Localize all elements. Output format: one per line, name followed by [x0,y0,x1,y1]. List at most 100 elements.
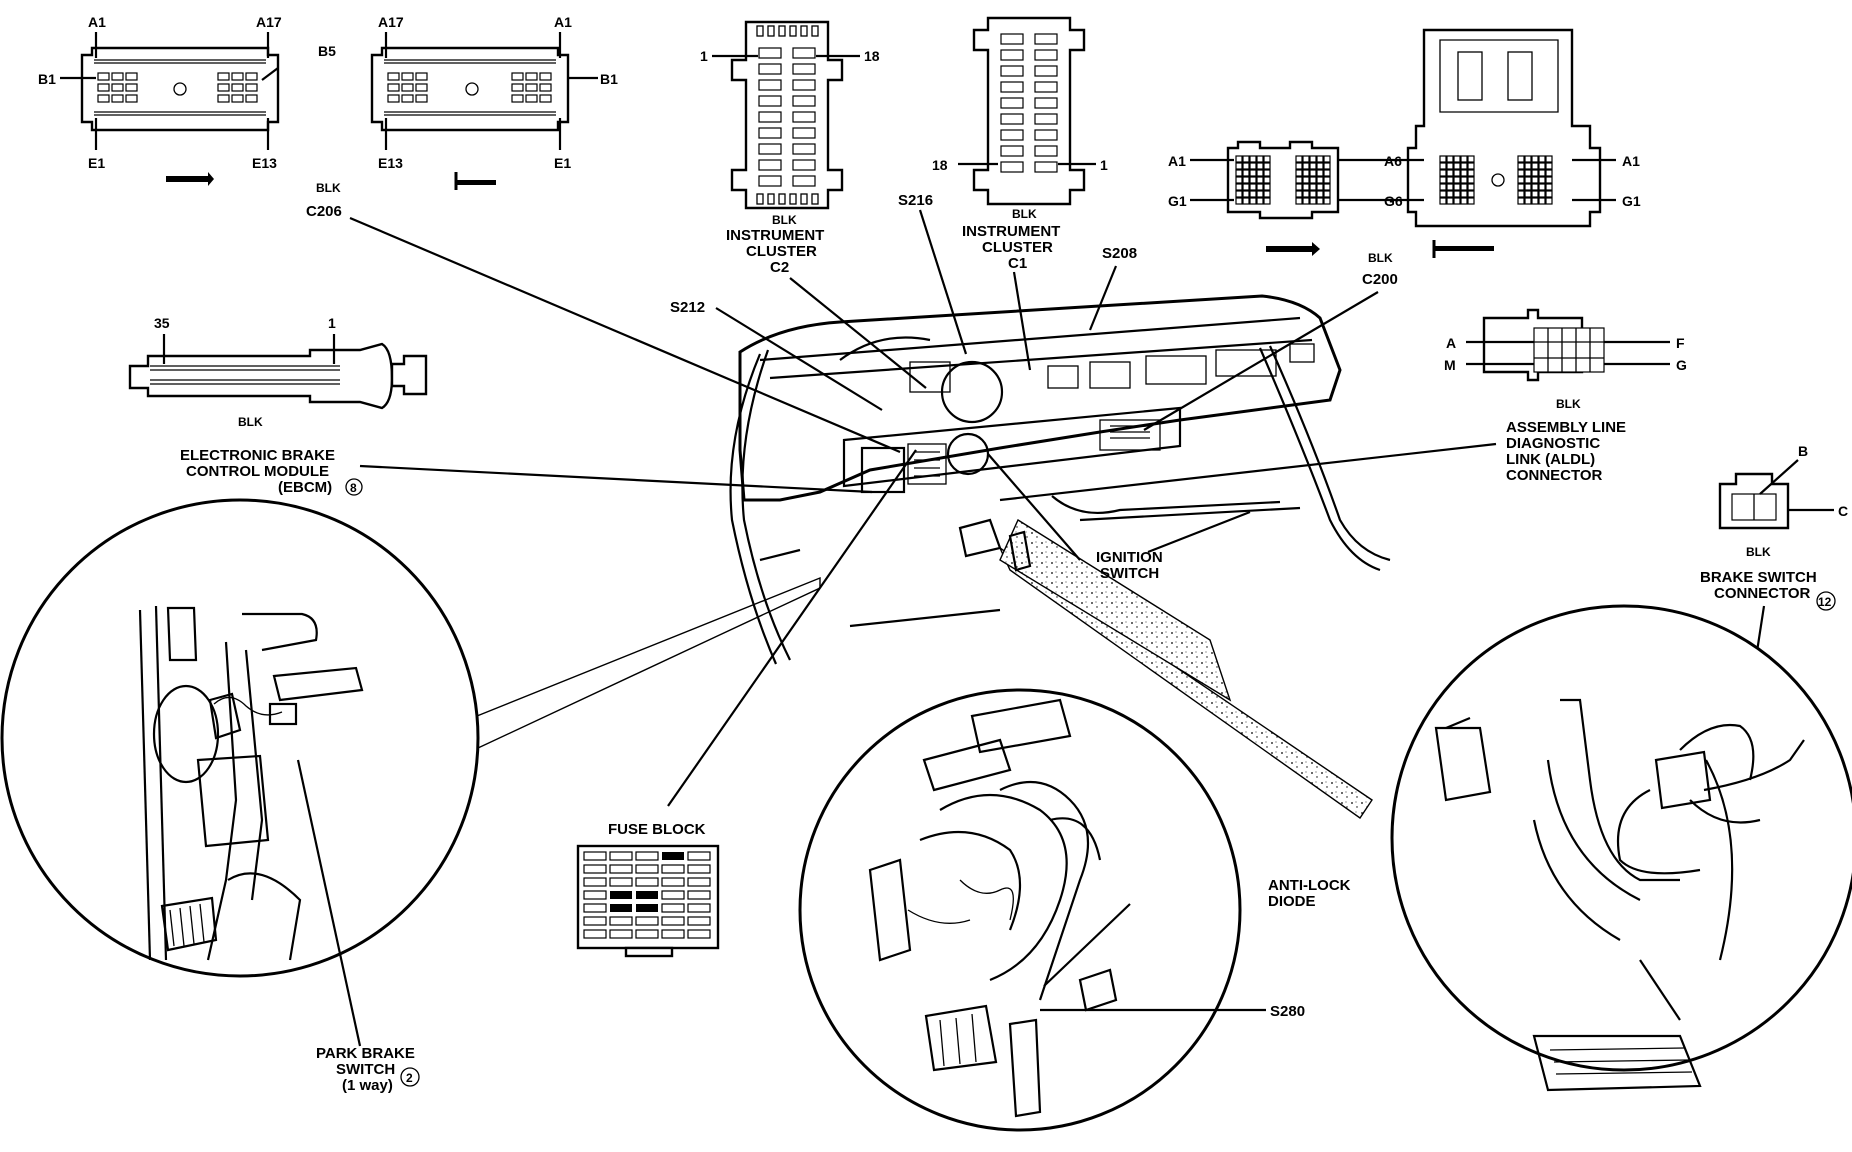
cavity [792,79,816,91]
cavity [1309,190,1317,198]
ic-c2-line2: CLUSTER [746,243,817,260]
fuse-slot [583,851,607,861]
pin-b1-rear: B1 [600,71,618,87]
cavity [1538,197,1546,205]
ic-c1-line1: INSTRUMENT [962,223,1060,240]
cavity [1545,183,1553,191]
cavity [1323,190,1331,198]
cavity [1439,190,1447,198]
cavity [1531,169,1539,177]
cavity [1242,176,1250,184]
ignition-line1: IGNITION [1096,549,1163,566]
cavity [792,47,816,59]
cavity [1034,49,1058,61]
anti-lock-diode-detail [798,688,1266,1132]
fuse-slot [609,864,633,874]
cavity [1034,161,1058,173]
cavity [1256,176,1264,184]
cavity [1249,162,1257,170]
cavity [1302,190,1310,198]
fuse-slot [583,890,607,900]
fuse-slot [609,877,633,887]
cavity [1460,155,1468,163]
ebcm-ref-number: 8 [350,481,357,495]
cavity [758,127,782,139]
cavity [758,175,782,187]
cavity [1302,155,1310,163]
pin-a1-rear: A1 [554,14,572,30]
cavity [1316,162,1324,170]
cavity [1295,190,1303,198]
cavity [1249,183,1257,191]
cavity [1034,145,1058,157]
cavity [1545,190,1553,198]
c206-label: C206 [306,203,342,220]
aldl-line3: LINK (ALDL) [1506,451,1595,468]
cavity [758,159,782,171]
c200-label: C200 [1362,271,1398,288]
cavity [758,95,782,107]
ebcm-pin-1: 1 [328,315,336,331]
cavity [1460,190,1468,198]
cavity [1316,183,1324,191]
fuse-slot [610,904,632,912]
cavity [1517,183,1525,191]
ic-c2-pin-18: 18 [864,48,880,64]
pin-e13-rear: E13 [378,155,403,171]
c200-pin-a1-rear: A1 [1622,153,1640,169]
s216-label: S216 [898,192,933,209]
cavity [1034,65,1058,77]
c200-connector-front [1190,140,1380,256]
cavity [1295,176,1303,184]
cavity [1446,176,1454,184]
cavity [1446,183,1454,191]
park-brake-line3: (1 way) [342,1077,393,1094]
c200-pin-g1: G1 [1168,193,1187,209]
park-brake-detail [0,498,480,1047]
brake-line2: CONNECTOR [1714,585,1811,602]
cavity [1034,129,1058,141]
cavity [1295,197,1303,205]
anti-lock-line1: ANTI-LOCK [1268,877,1351,894]
cavity [1263,155,1271,163]
c200-color: BLK [1368,251,1393,265]
instrument-panel-illustration [729,294,1391,665]
cavity [1517,169,1525,177]
brake-color: BLK [1746,545,1771,559]
cavity [758,111,782,123]
cavity [1453,190,1461,198]
brake-switch-detail [1390,604,1852,1092]
cavity [1545,155,1553,163]
cavity [1323,176,1331,184]
cavity [1453,169,1461,177]
cavity [1467,176,1475,184]
cavity [1242,155,1250,163]
cavity [1545,162,1553,170]
park-brake-line1: PARK BRAKE [316,1045,415,1062]
cavity [1538,169,1546,177]
brake-ref-number: 12 [1818,595,1832,609]
cavity [1524,162,1532,170]
cavity [1517,176,1525,184]
cavity [1517,197,1525,205]
fuse-block [576,844,720,958]
cavity [1235,155,1243,163]
cavity [1256,155,1264,163]
ebcm-harness-connector [128,334,428,410]
park-brake-line2: SWITCH [336,1061,395,1078]
cavity [1517,190,1525,198]
cavity [1453,197,1461,205]
brake-line1: BRAKE SWITCH [1700,569,1817,586]
fuse-slot [583,929,607,939]
cavity [1524,169,1532,177]
cavity [1263,169,1271,177]
c200-connector-rear [1380,28,1616,258]
aldl-pin-m: M [1444,357,1456,373]
cavity [1249,176,1257,184]
ic-c1-line3: C1 [1008,255,1027,272]
c206-connector-rear [370,32,598,190]
anti-lock-line2: DIODE [1268,893,1316,910]
cavity [1439,162,1447,170]
cavity [758,79,782,91]
instrument-cluster-c2-connector [712,20,860,210]
